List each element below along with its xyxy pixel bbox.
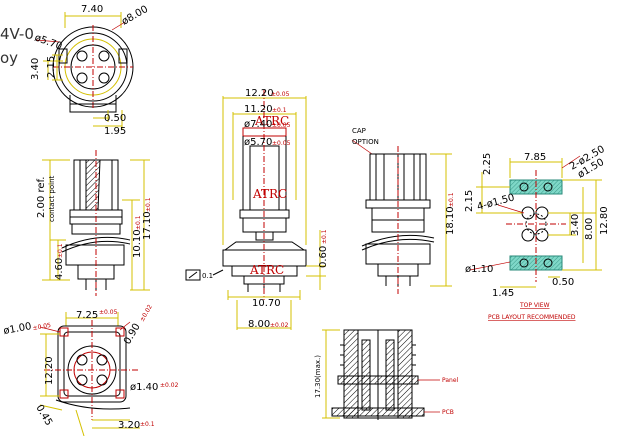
tol-7-25: ±0.05 xyxy=(99,309,118,316)
dim-12-80: 12.80 xyxy=(599,206,610,235)
dim-10-70: 10.70 xyxy=(252,298,281,309)
dim-12-20-bottom: 12.20 xyxy=(44,356,55,385)
dim-8-00-pcb: 8.00 xyxy=(584,218,595,240)
dim-2-15-pcb: 2.15 xyxy=(464,190,475,212)
dim-2-15-top: 2.15 xyxy=(46,56,57,78)
dim-1-95: 1.95 xyxy=(104,126,126,137)
dim-0-50-pcb: 0.50 xyxy=(552,277,574,288)
dim-phi-1-00: ø1.00 xyxy=(3,321,33,337)
tol-0-90: ±0.02 xyxy=(139,303,154,323)
tol-3-20: ±0.1 xyxy=(140,421,155,428)
tol-1-40: ±0.02 xyxy=(160,382,179,389)
dim-11-20: 11.20 xyxy=(244,104,273,115)
label-cap: CAP xyxy=(352,127,366,135)
dim-8-00-center: 8.00 xyxy=(248,319,270,330)
dim-phi-8-00: ø8.00 xyxy=(120,4,150,28)
dim-18-10: 18.10 xyxy=(445,206,456,235)
pcb-top-view xyxy=(469,155,602,288)
dim-3-20: 3.20 xyxy=(118,420,140,431)
front-view-top xyxy=(35,12,134,130)
label-contact-point: contact point xyxy=(48,175,56,222)
label-panel: Panel xyxy=(442,377,459,384)
dim-phi-5-70: ø5.70 xyxy=(33,32,63,52)
header-text-2: oy xyxy=(0,49,18,67)
brand-logo-1: ATRC xyxy=(254,114,289,128)
tol-17-10: ±0.1 xyxy=(145,197,152,212)
dim-phi-5-70-center: ø5.70 xyxy=(244,137,272,148)
tol-4-60: ±0.1 xyxy=(57,243,64,258)
header-text-1: 4V-0 xyxy=(0,25,34,43)
dim-2-00-ref: 2.00 ref. xyxy=(36,177,47,218)
tol-5-70-center: ±0.05 xyxy=(272,140,291,147)
section-view xyxy=(322,329,440,420)
dim-7-85: 7.85 xyxy=(524,152,546,163)
tol-1-00: ±0.05 xyxy=(32,322,52,332)
dim-17-10: 17.10 xyxy=(142,211,153,240)
dim-17-30-max: 17.30(max.) xyxy=(314,355,322,398)
brand-logo-3: ATRC xyxy=(249,263,284,277)
bottom-view xyxy=(39,312,140,436)
dim-phi-1-10: ø1.10 xyxy=(465,264,493,275)
dim-3-40-pcb: 3.40 xyxy=(570,214,581,236)
dim-10-10: 10.10 xyxy=(132,229,143,258)
tol-8-00-center: ±0.02 xyxy=(270,322,289,329)
center-view xyxy=(185,90,326,330)
flatness-value: 0.1 xyxy=(202,272,213,280)
dim-7-25: 7.25 xyxy=(76,310,98,321)
dim-0-45: 0.45 xyxy=(33,403,54,428)
dim-phi-7-40-center: ø7.40 xyxy=(244,119,272,130)
label-option: OPTION xyxy=(352,138,379,146)
dim-2-25: 2.25 xyxy=(482,153,493,175)
dim-phi-1-40: ø1.40 xyxy=(130,382,158,393)
tol-7-40-center: ±0.05 xyxy=(272,122,291,129)
top-view-title: TOP VIEW xyxy=(519,302,550,309)
cap-view xyxy=(351,139,452,294)
tol-0-60: ±0.1 xyxy=(321,229,328,244)
dim-1-45: 1.45 xyxy=(492,288,514,299)
dim-7-40: 7.40 xyxy=(81,4,103,15)
label-pcb: PCB xyxy=(442,409,454,416)
dim-0-50-top: 0.50 xyxy=(104,113,126,124)
tol-12-20-center: ±0.05 xyxy=(271,91,290,98)
brand-logo-2: ATRC xyxy=(252,187,287,201)
dim-12-20-center: 12.20 xyxy=(245,88,274,99)
top-view-subtitle: PCB LAYOUT RECOMMENDED xyxy=(488,314,576,321)
dim-0-60: 0.60 xyxy=(318,246,329,268)
tol-18-10: ±0.1 xyxy=(448,192,455,207)
tol-10-10: ±0.1 xyxy=(135,215,142,230)
dim-4-60: 4.60 xyxy=(54,258,65,280)
side-view-left xyxy=(42,150,150,296)
dim-3-40: 3.40 xyxy=(30,58,41,80)
tol-11-20: ±0.1 xyxy=(272,107,287,114)
